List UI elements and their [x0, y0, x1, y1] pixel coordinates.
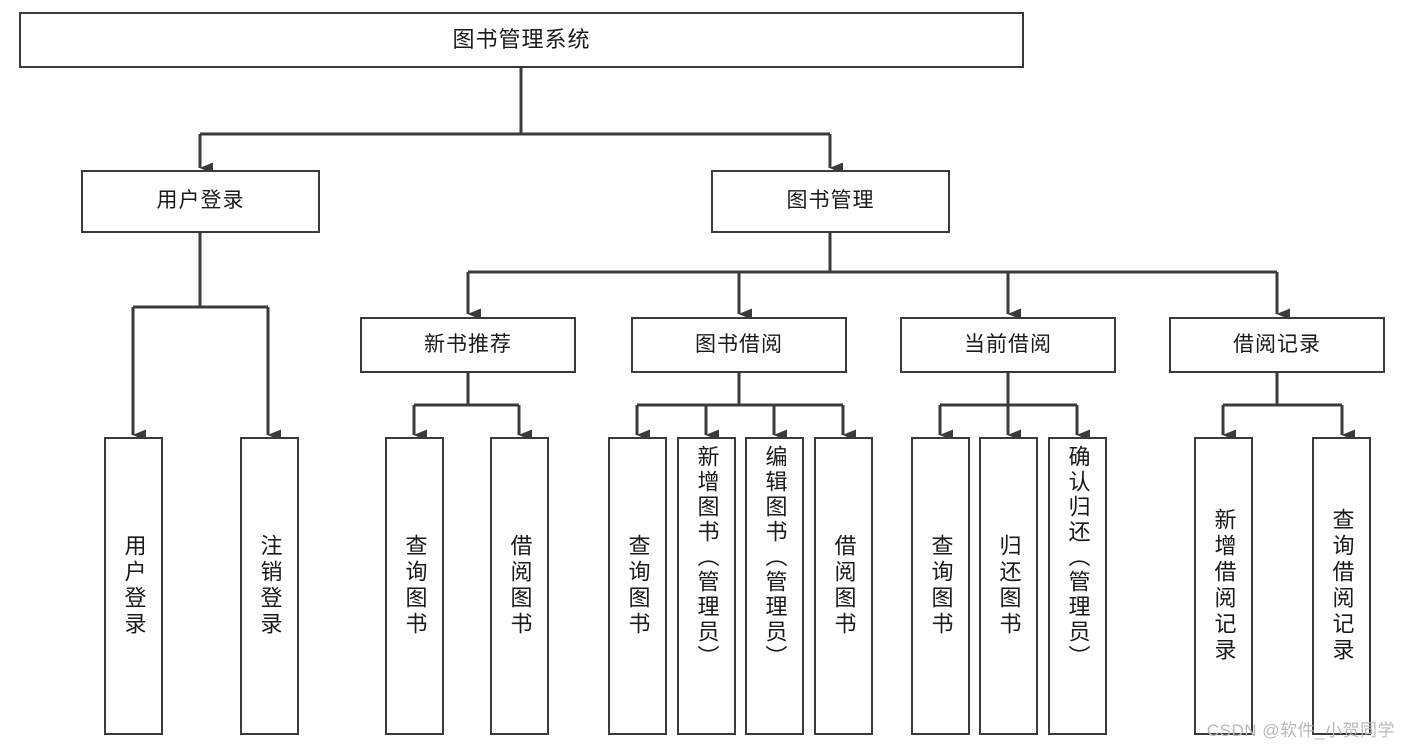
node-current-borrow[interactable]: 当前借阅 — [900, 317, 1116, 373]
node-label: 借阅图书 — [507, 534, 533, 638]
node-label: 查询借阅记录 — [1329, 508, 1355, 664]
node-book-manage[interactable]: 图书管理 — [711, 170, 950, 233]
node-leaf-confirm-return-admin[interactable]: 确认归还（管理员） — [1048, 437, 1107, 735]
node-label: 图书借阅 — [695, 332, 783, 356]
node-root-book-management-system[interactable]: 图书管理系统 — [19, 12, 1024, 68]
node-leaf-borrow-book-borrow[interactable]: 借阅图书 — [814, 437, 873, 735]
node-label: 编辑图书（管理员） — [762, 445, 788, 670]
node-book-borrow[interactable]: 图书借阅 — [631, 317, 847, 373]
node-label: 用户登录 — [121, 534, 147, 638]
node-borrow-record[interactable]: 借阅记录 — [1169, 317, 1385, 373]
node-leaf-query-borrow-record[interactable]: 查询借阅记录 — [1312, 437, 1371, 735]
node-label: 新增借阅记录 — [1211, 508, 1237, 664]
node-leaf-user-logout[interactable]: 注销登录 — [240, 437, 299, 735]
node-label: 当前借阅 — [964, 332, 1052, 356]
node-new-book-recommend[interactable]: 新书推荐 — [360, 317, 576, 373]
node-label: 新书推荐 — [424, 332, 512, 356]
node-leaf-edit-book-admin[interactable]: 编辑图书（管理员） — [745, 437, 804, 735]
node-label: 借阅图书 — [831, 534, 857, 638]
node-label: 查询图书 — [402, 534, 428, 638]
node-label: 图书管理系统 — [452, 27, 591, 53]
node-user-login[interactable]: 用户登录 — [81, 170, 320, 233]
watermark-text: CSDN @软件_小贺同学 — [1206, 721, 1395, 740]
node-leaf-return-book[interactable]: 归还图书 — [979, 437, 1038, 735]
node-label: 新增图书（管理员） — [694, 445, 720, 670]
node-label: 借阅记录 — [1233, 332, 1321, 356]
node-label: 查询图书 — [625, 534, 651, 638]
node-label: 查询图书 — [928, 534, 954, 638]
node-leaf-query-book-current[interactable]: 查询图书 — [911, 437, 970, 735]
node-leaf-query-book-new-recommend[interactable]: 查询图书 — [385, 437, 444, 735]
node-label: 用户登录 — [156, 189, 245, 213]
node-label: 图书管理 — [786, 189, 875, 213]
node-label: 归还图书 — [996, 534, 1022, 638]
node-leaf-borrow-book-new-recommend[interactable]: 借阅图书 — [490, 437, 549, 735]
node-label: 注销登录 — [257, 534, 283, 638]
node-leaf-add-book-admin[interactable]: 新增图书（管理员） — [677, 437, 736, 735]
node-leaf-add-borrow-record[interactable]: 新增借阅记录 — [1194, 437, 1253, 735]
node-leaf-user-login[interactable]: 用户登录 — [104, 437, 163, 735]
node-label: 确认归还（管理员） — [1065, 445, 1091, 670]
node-leaf-query-book-borrow[interactable]: 查询图书 — [608, 437, 667, 735]
